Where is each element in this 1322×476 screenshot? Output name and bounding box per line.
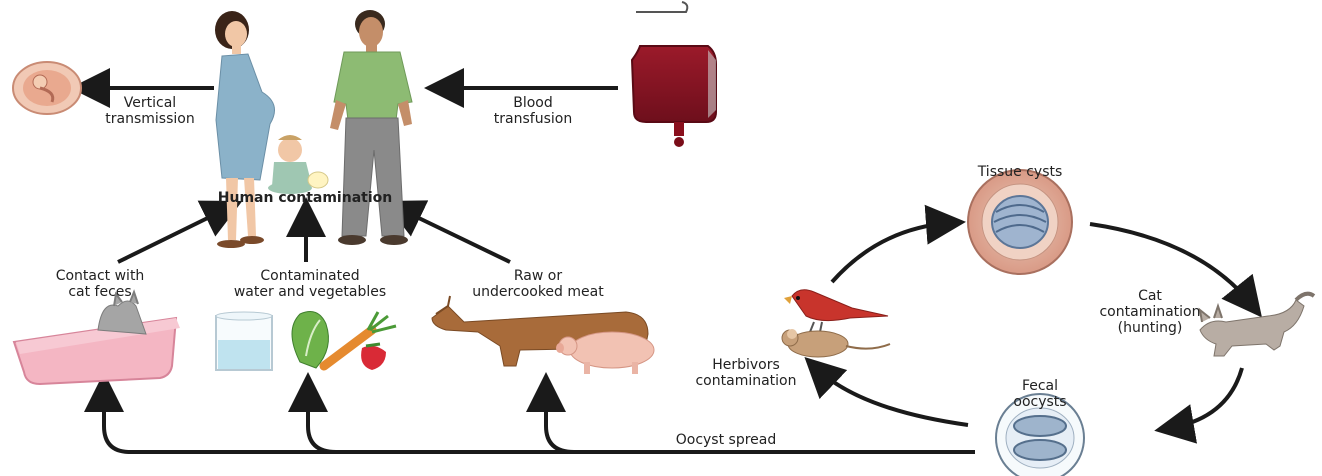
pig-icon — [556, 332, 654, 374]
child-icon — [268, 135, 328, 194]
label-cat-contamination-line1: Cat — [1090, 288, 1210, 304]
label-cat-contamination-line3: (hunting) — [1090, 320, 1210, 336]
label-cat-contamination-line2: contamination — [1090, 304, 1210, 320]
bird-icon — [784, 290, 888, 332]
label-oocyst-spread: Oocyst spread — [656, 432, 796, 448]
label-contact-cat-feces-line1: Contact with — [22, 268, 178, 284]
blood-bag-icon — [632, 2, 716, 147]
label-blood-transfusion-line2: transfusion — [468, 111, 598, 127]
label-raw-meat-line2: undercooked meat — [438, 284, 638, 300]
pregnant-woman-icon — [215, 11, 275, 248]
label-contaminated-water: Contaminated water and vegetables — [200, 268, 420, 300]
fetus-icon — [13, 62, 81, 114]
label-fecal-oocysts-line1: Fecal — [990, 378, 1090, 394]
label-raw-meat-line1: Raw or — [438, 268, 638, 284]
mouse-icon — [782, 329, 890, 357]
label-herbivores-contamination-line1: Herbivors — [676, 357, 816, 373]
label-herbivores-contamination-line2: contamination — [676, 373, 816, 389]
label-blood-transfusion-line1: Blood — [468, 95, 598, 111]
vegetables-icon — [292, 312, 396, 370]
label-raw-meat: Raw or undercooked meat — [438, 268, 638, 300]
cat-icon — [1200, 294, 1314, 356]
label-cat-contamination: Cat contamination (hunting) — [1090, 288, 1210, 336]
label-fecal-oocysts: Fecal oocysts — [990, 378, 1090, 410]
tissue-cyst-icon — [968, 170, 1072, 274]
label-herbivores-contamination: Herbivors contamination — [676, 357, 816, 389]
cat-litter-box-icon — [14, 292, 180, 384]
label-contaminated-water-line1: Contaminated — [200, 268, 420, 284]
label-vertical-transmission: Vertical transmission — [84, 95, 216, 127]
label-tissue-cysts: Tissue cysts — [960, 164, 1080, 180]
arrow-meat-to-human — [398, 208, 510, 262]
arrow-cat-feces-to-human — [118, 208, 228, 262]
man-icon — [330, 10, 412, 245]
label-vertical-transmission-line2: transmission — [84, 111, 216, 127]
arrow-oocyst-spread — [104, 388, 975, 452]
label-fecal-oocysts-line2: oocysts — [990, 394, 1090, 410]
label-contact-cat-feces-line2: cat feces — [22, 284, 178, 300]
label-human-contamination: Human contamination — [190, 190, 420, 206]
label-contact-cat-feces: Contact with cat feces — [22, 268, 178, 300]
glass-of-water-icon — [216, 312, 272, 370]
label-contaminated-water-line2: water and vegetables — [200, 284, 420, 300]
label-blood-transfusion: Blood transfusion — [468, 95, 598, 127]
label-vertical-transmission-line1: Vertical — [84, 95, 216, 111]
